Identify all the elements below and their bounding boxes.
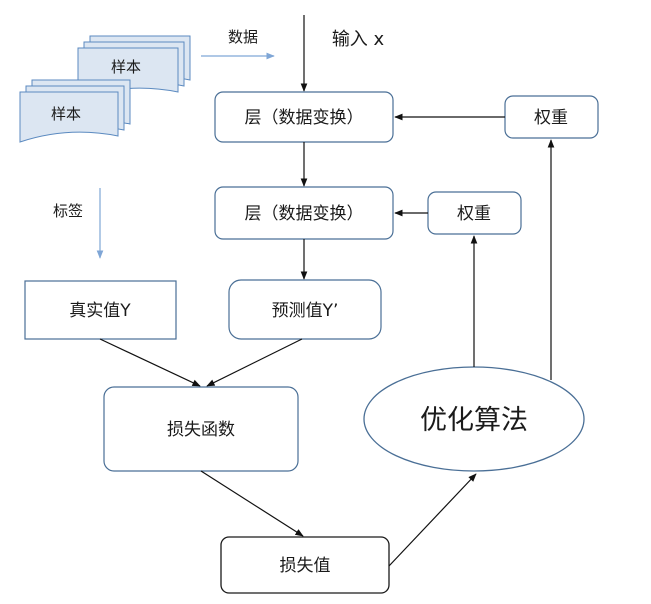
predicted-value-label: 预测值Y’ [272, 301, 339, 321]
input-label: 输入 x [332, 29, 385, 50]
true-value-box [24, 280, 177, 340]
loss-value-to-optimizer-arrow [388, 473, 477, 567]
true-value-label: 真实值Y [69, 301, 131, 321]
sample-stack-front: 样本 [19, 79, 131, 143]
weight-2-label: 权重 [457, 204, 491, 224]
sample-label-back: 样本 [111, 58, 141, 76]
loss-value-box [220, 536, 390, 594]
predicted-value-box [228, 279, 382, 340]
layer-1-label: 层（数据变换） [245, 108, 364, 128]
layer-2-label: 层（数据变换） [245, 204, 364, 224]
loss-value-label: 损失值 [280, 556, 331, 576]
weight-1-label: 权重 [534, 108, 568, 128]
optimizer-label: 优化算法 [420, 405, 528, 436]
loss-function-to-loss-value-arrow [200, 470, 304, 537]
true-to-loss-arrow [99, 338, 201, 387]
loss-function-label: 损失函数 [167, 420, 235, 440]
data-edge-label: 数据 [228, 28, 258, 46]
labels-edge-label: 标签 [53, 202, 83, 220]
sample-label-front: 样本 [51, 105, 81, 123]
predicted-to-loss-arrow [206, 338, 303, 387]
